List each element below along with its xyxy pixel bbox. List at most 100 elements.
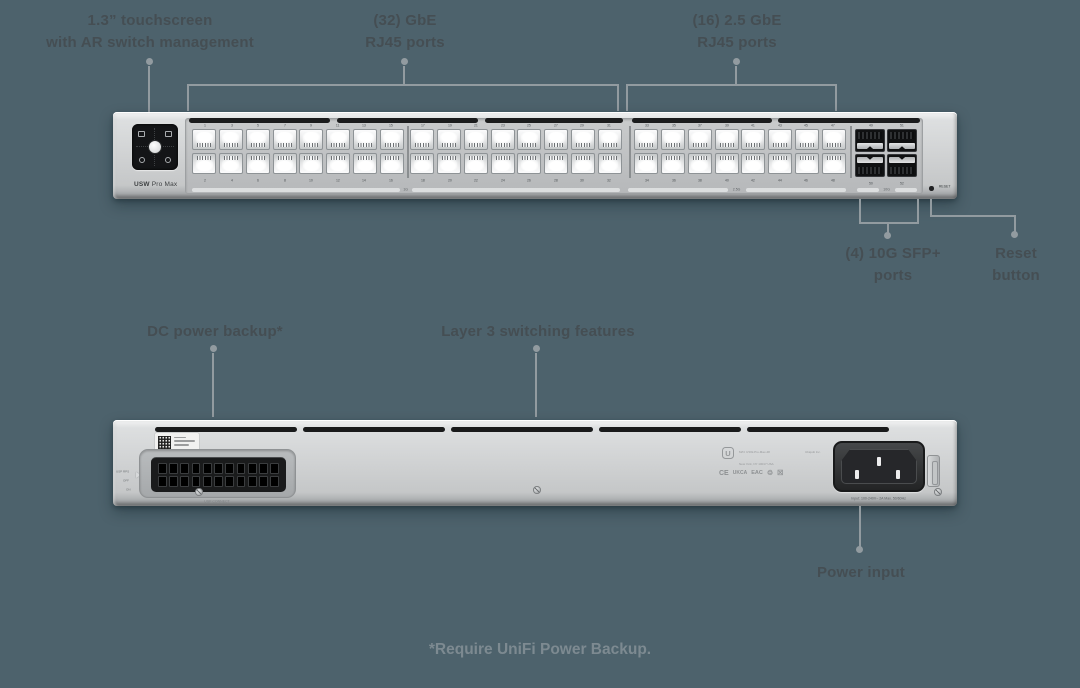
usp-pin [180, 463, 190, 474]
usp-pin [191, 476, 201, 487]
usp-pin [236, 476, 246, 487]
recycle-icon: ♲ [766, 470, 774, 477]
screen-icon [138, 131, 145, 137]
callout-bracket-leg [835, 84, 837, 111]
callout-bracket-leg [626, 84, 628, 111]
port-number: 7 [283, 123, 286, 128]
rj45-port-33 [634, 129, 658, 150]
port-number: 47 [830, 123, 835, 128]
settings-icon [165, 157, 171, 163]
port-number: 20 [447, 178, 452, 183]
port-number: 33 [645, 123, 650, 128]
port-number: 28 [553, 178, 558, 183]
port-number: 9 [310, 123, 313, 128]
callout-line [148, 66, 150, 112]
rj45-port-23 [490, 129, 515, 150]
callout-line [735, 66, 737, 86]
port-number: 15 [388, 123, 393, 128]
port-number: 22 [474, 178, 479, 183]
rj45-port-30 [571, 153, 596, 174]
rj45-port-36 [660, 153, 685, 174]
rj45-port-42 [741, 153, 766, 174]
callout-reset-line2: button [992, 267, 1040, 284]
usp-connect-label: USP CONNECT [204, 499, 230, 504]
rj45-port-15 [379, 129, 404, 150]
rj45-port-22 [463, 153, 488, 174]
callout-bracket-leg [859, 199, 861, 224]
usp-pin [169, 463, 178, 474]
usp-pin [214, 463, 223, 474]
sticker-text-lines [173, 436, 197, 452]
port-number: 29 [580, 123, 585, 128]
port-number: 52 [899, 181, 904, 186]
speed-bar-1g: 1G [192, 188, 620, 192]
rj45-port-5 [245, 129, 270, 150]
port-number: 49 [868, 123, 873, 128]
port-number: 48 [830, 178, 835, 183]
callout-dc-label: DC power backup* [147, 323, 283, 340]
usp-pin [202, 476, 212, 487]
usp-pin [191, 463, 201, 474]
rj45-port-11 [326, 129, 351, 150]
usp-connector-recess [139, 449, 296, 498]
rj45-port-31 [597, 129, 622, 150]
callout-sfp-line2: ports [873, 267, 913, 284]
rj45-port-47 [821, 129, 846, 150]
rj45-port-25 [517, 129, 542, 150]
port-number: 34 [645, 178, 650, 183]
port-group-divider [407, 126, 409, 178]
rj45-port-17 [410, 129, 434, 150]
speed-label-2-5g: 2.5G [733, 188, 741, 192]
usp-pin [180, 476, 190, 487]
switch-back-panel: USP RPS OFF ON USP CONNECT U M/N: USW-Pr… [113, 420, 957, 506]
touchscreen-display [132, 124, 178, 170]
callout-sfp-ports: (4) 10G SFP+ ports [793, 243, 993, 287]
callout-bracket-leg [187, 84, 189, 111]
callout-dot [210, 345, 217, 352]
port-number: 41 [751, 123, 756, 128]
callout-dot [146, 58, 153, 65]
port-number: 27 [553, 123, 558, 128]
rj45-port-26 [517, 153, 542, 174]
rj45-port-16 [379, 153, 404, 174]
callout-power-input: Power input [761, 562, 961, 584]
callout-line [859, 506, 861, 549]
callout-touchscreen-line2: with AR switch management [46, 34, 254, 51]
rj45-port-45 [795, 129, 820, 150]
ce-mark-icon: CE [719, 469, 729, 477]
callout-dc-backup: DC power backup* [95, 321, 335, 343]
port-number: 32 [606, 178, 611, 183]
callout-dot [401, 58, 408, 65]
port-number: 46 [804, 178, 809, 183]
qr-code [157, 435, 171, 449]
callout-line [403, 66, 405, 86]
reset-label: RESET [938, 184, 951, 189]
rj45-port-21 [463, 129, 488, 150]
callout-2-5gbe-ports: (16) 2.5 GbE RJ45 ports [637, 10, 837, 54]
callout-gbe-ports: (32) GbE RJ45 ports [305, 10, 505, 54]
rj45-port-8 [272, 153, 297, 174]
power-rating-text: Input: 100-240V~ 2A Max. 50/60Hz [851, 496, 907, 501]
rj45-port-4 [218, 153, 243, 174]
vent-slot [599, 427, 741, 432]
port-number: 14 [362, 178, 367, 183]
callout-gbe-line2: RJ45 ports [365, 34, 445, 51]
callout-bracket [859, 222, 919, 224]
rj45-port-13 [353, 129, 378, 150]
model-label: USW Pro Max [134, 181, 178, 188]
callout-line [1014, 215, 1016, 233]
callout-2-5gbe-line2: RJ45 ports [697, 34, 777, 51]
ac-power-inlet [833, 441, 925, 492]
callout-dot [1011, 231, 1018, 238]
ground-pin [877, 457, 881, 466]
sfp-port-51 [887, 129, 917, 152]
rps-switch-text: USP RPS OFF ON [116, 470, 131, 492]
callout-line [930, 215, 1016, 217]
port-number: 44 [777, 178, 782, 183]
